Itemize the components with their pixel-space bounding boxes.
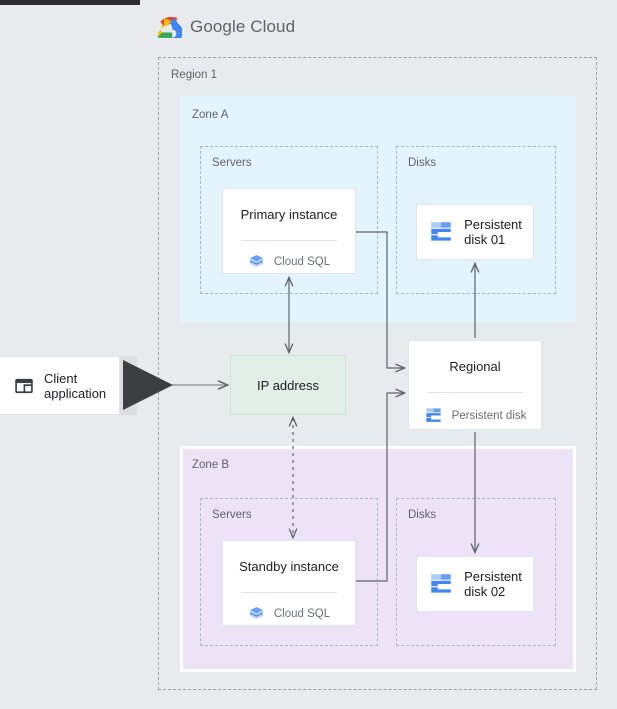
persistent-disk-02-card[interactable]: Persistent disk 02 <box>416 556 534 612</box>
cloud-sql-icon <box>249 254 263 267</box>
zone-a-disks-label: Disks <box>408 157 437 169</box>
persistent-disk-01-card[interactable]: Persistent disk 01 <box>416 204 534 260</box>
persistent-disk-icon <box>425 408 441 422</box>
regional-disk-service: Persistent disk <box>409 406 541 425</box>
zone-b-servers-label: Servers <box>212 509 252 521</box>
zone-b-disks-label: Disks <box>408 509 437 521</box>
cloud-sql-icon <box>249 606 263 619</box>
logo-wordmark: Google Cloud <box>190 17 295 37</box>
regional-disk-service-label: Persistent disk <box>451 409 527 422</box>
client-application-shadow <box>118 356 137 415</box>
persistent-disk-icon <box>431 574 451 593</box>
standby-instance-card[interactable]: Standby instance Cloud SQL <box>222 540 356 626</box>
card-divider <box>241 240 337 241</box>
persistent-disk-icon <box>431 222 451 241</box>
zone-a-servers-label: Servers <box>212 157 252 169</box>
google-cloud-logo: Google Cloud <box>156 16 295 38</box>
region-label: Region 1 <box>171 69 218 81</box>
google-cloud-logo-icon <box>157 16 182 38</box>
logo-word-google: Google <box>190 17 246 36</box>
zone-a-disks-group: Disks <box>396 146 556 294</box>
top-edge-bar <box>0 0 140 5</box>
ip-address-label: IP address <box>257 377 319 393</box>
primary-instance-service-label: Cloud SQL <box>273 255 331 268</box>
regional-disk-title: Regional <box>449 359 501 374</box>
logo-word-cloud: Cloud <box>245 17 296 36</box>
client-application-card[interactable]: Client application <box>0 356 120 415</box>
zone-a-label: Zone A <box>192 109 229 121</box>
zone-b-label: Zone B <box>192 459 230 471</box>
primary-instance-card[interactable]: Primary instance Cloud SQL <box>222 188 356 274</box>
client-window-icon <box>15 378 33 393</box>
regional-persistent-disk-card[interactable]: Regional Persistent disk <box>408 340 542 430</box>
primary-instance-service: Cloud SQL <box>223 253 355 270</box>
standby-instance-service-label: Cloud SQL <box>273 607 331 620</box>
card-divider <box>241 592 337 593</box>
primary-instance-title: Primary instance <box>240 207 338 222</box>
card-divider <box>427 392 523 393</box>
persistent-disk-02-label: Persistent disk 02 <box>464 569 522 599</box>
standby-instance-title: Standby instance <box>239 559 339 574</box>
standby-instance-service: Cloud SQL <box>223 605 355 622</box>
persistent-disk-01-label: Persistent disk 01 <box>464 217 522 247</box>
client-application-label: Client application <box>44 370 107 401</box>
ip-address-node[interactable]: IP address <box>230 355 346 415</box>
